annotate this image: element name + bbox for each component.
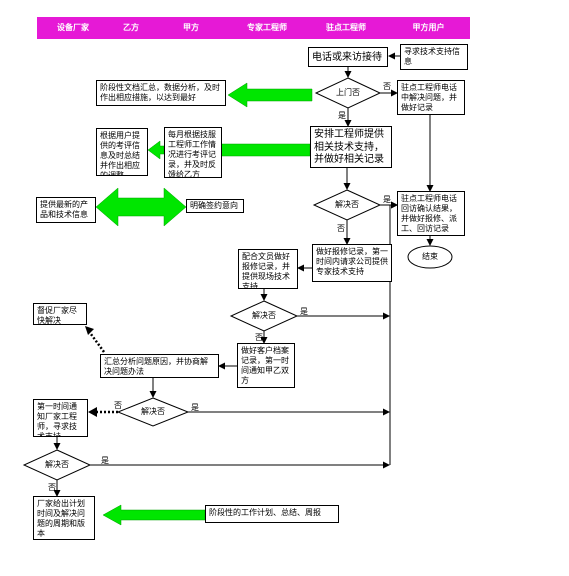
green-arrow-summary xyxy=(227,82,313,108)
onsite-no-visit-box: 驻点工程师电话中解决问题，并做好记录 xyxy=(397,80,465,115)
dotted-analyze-urge xyxy=(86,329,106,353)
solved-4-yes-label: 是 xyxy=(101,456,109,465)
green-arrow-plan xyxy=(102,504,206,526)
solved-2-yes-label: 是 xyxy=(300,307,308,316)
phone-reception-box: 电话或来访接待 xyxy=(308,47,388,67)
visit-yes-label: 是 xyxy=(338,111,346,120)
dotted-arrowhead-notify xyxy=(88,407,97,417)
customer-file-box: 做好客户档案记录，第一时间通知甲乙双方 xyxy=(237,343,295,388)
solved-3-diamond xyxy=(116,397,190,427)
header-col-vendor: 设备厂家 xyxy=(57,23,89,32)
end-label: 结束 xyxy=(422,252,438,261)
solved-2-label: 解决否 xyxy=(252,311,276,320)
assist-docs-box: 配合文员做好报修记录，并提供现场技术支持 xyxy=(238,249,298,289)
vendor-plan-box: 厂家给出计划时间及解决问题的周期和版本 xyxy=(33,496,95,540)
latest-products-box: 提供最新的产品和技术信息 xyxy=(36,197,96,223)
green-double-arrow xyxy=(95,187,187,227)
solved-3-label: 解决否 xyxy=(141,407,165,416)
header-col-onsite: 驻点工程师 xyxy=(326,23,366,32)
urge-vendor-box: 督促厂家尽快解决 xyxy=(33,303,87,325)
solved-4-label: 解决否 xyxy=(45,460,69,469)
header-col-user: 甲方用户 xyxy=(412,23,445,32)
line-right-trunk xyxy=(389,201,398,465)
header-col-expert: 专家工程师 xyxy=(247,23,287,32)
notify-vendor-box: 第一时间通知厂家工程师，寻求技术支持 xyxy=(33,399,88,437)
dotted-arrowhead-urge xyxy=(85,326,94,335)
solved-1-label: 解决否 xyxy=(335,200,359,209)
adjust-by-eval-box: 根据用户提供的考评信息及时总结并作出相应的调整 xyxy=(96,128,148,176)
visit-no-label: 否 xyxy=(383,82,391,91)
phase-plan-box: 阶段性的工作计划、总结、周报 xyxy=(205,505,339,523)
solved-4-no-label: 否 xyxy=(48,483,56,492)
monthly-eval-box: 每月根据技服工程师工作情况进行考评记录，并及时反馈给乙方 xyxy=(164,127,222,178)
green-arrow-adjust xyxy=(147,140,165,160)
header-col-party-b: 乙方 xyxy=(123,23,139,32)
solved-2-no-label: 否 xyxy=(255,333,263,342)
repair-record-box: 做好报修记录，第一时间内请求公司提供专家技术支持 xyxy=(312,244,392,282)
solved-3-yes-label: 是 xyxy=(191,403,199,412)
phase-summary-box: 阶段性文档汇总，数据分析，及时作出相应措施，以达到最好 xyxy=(96,80,226,106)
request-support-box: 寻求技术支持信息 xyxy=(400,44,468,70)
header-col-party-a: 甲方 xyxy=(183,23,199,32)
header-bar xyxy=(37,17,470,39)
solved-3-no-label: 否 xyxy=(114,401,122,410)
visit-decision-label: 上门否 xyxy=(336,88,360,97)
revisit-box: 驻点工程师电话回访确认结果，并做好报修、派工、回访记录 xyxy=(397,191,465,236)
arrange-expert-box: 安排工程师提供相关技术支持，并做好相关记录 xyxy=(310,126,392,168)
confirm-sign-box: 明确签约意向 xyxy=(186,199,244,213)
solved-1-no-label: 否 xyxy=(337,224,345,233)
analyze-cause-box: 汇总分析问题原因，并协商解决问题办法 xyxy=(100,354,219,378)
solved-1-yes-label: 是 xyxy=(383,195,391,204)
end-oval xyxy=(407,245,453,269)
